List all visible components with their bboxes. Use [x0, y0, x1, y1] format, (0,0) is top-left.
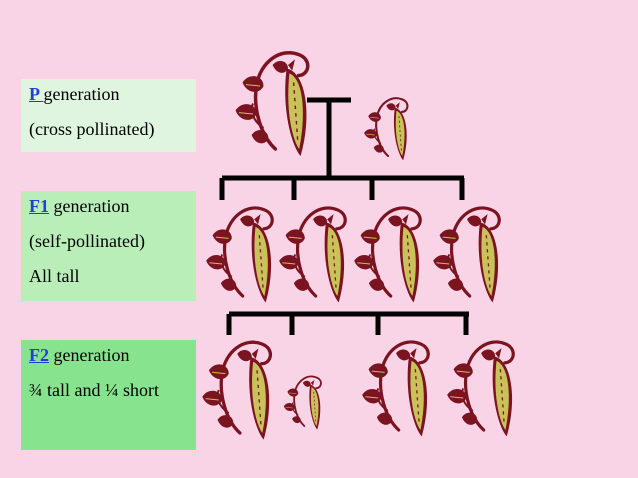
f1-tall-plant	[431, 206, 501, 304]
p-generation-note: (cross pollinated)	[29, 119, 155, 139]
f2-short-plant	[282, 375, 322, 431]
f1-tall-plant	[352, 206, 422, 304]
f2-tall-plant	[200, 340, 273, 442]
p-generation-link[interactable]: P	[29, 84, 44, 104]
f1-generation-box: F1 generation (self-pollinated) All tall	[21, 191, 196, 301]
p-generation-label: generation	[43, 84, 120, 104]
f1-tall-plant	[204, 206, 274, 304]
f1-generation-label: generation	[49, 196, 130, 216]
f1-generation-link[interactable]: F1	[29, 196, 49, 216]
f2-tall-plant	[445, 340, 515, 438]
f2-generation-link[interactable]: F2	[29, 345, 49, 365]
p-short-plant	[363, 97, 409, 162]
p-tall-plant	[233, 50, 310, 158]
f2-generation-box: F2 generation ¾ tall and ¼ short	[21, 340, 196, 450]
f1-generation-result: All tall	[29, 266, 80, 286]
p-generation-box: P generation (cross pollinated)	[21, 79, 196, 152]
f1-generation-note: (self-pollinated)	[29, 231, 145, 251]
f2-generation-label: generation	[49, 345, 130, 365]
f2-tall-plant	[360, 340, 430, 438]
connector-lines	[219, 97, 469, 335]
f2-generation-ratio: ¾ tall and ¼ short	[29, 380, 159, 400]
f1-tall-plant	[277, 206, 347, 304]
